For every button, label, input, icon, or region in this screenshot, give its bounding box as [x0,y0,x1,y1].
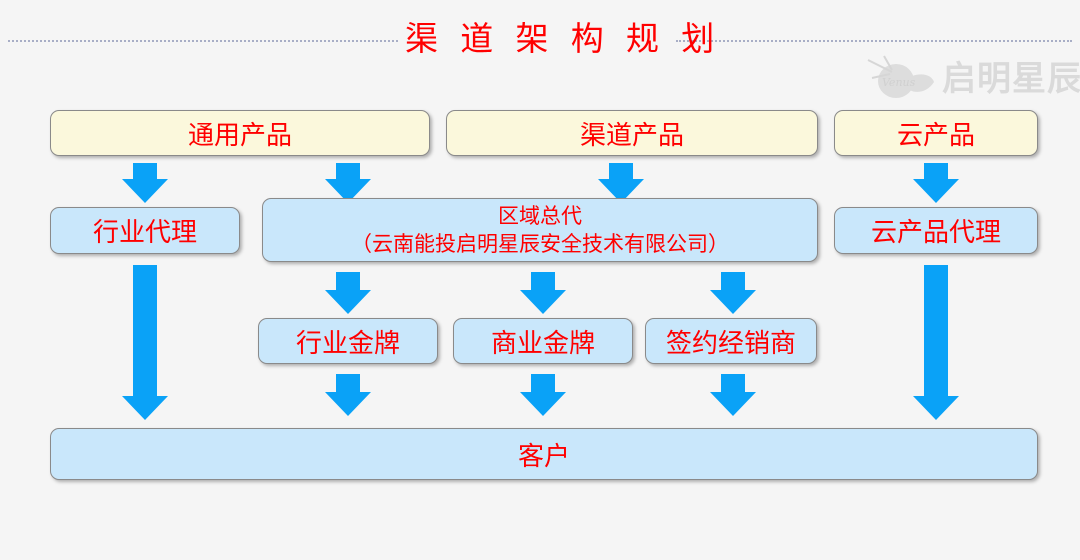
node-regional-general-agent[interactable]: 区域总代 （云南能投启明星辰安全技术有限公司） [262,198,818,262]
node-cloud-product-agent[interactable]: 云产品代理 [834,207,1038,254]
watermark-logo: Venus 启明星辰 [862,52,1080,106]
node-label: 客户 [517,441,570,471]
arrow-industry-gold-to-customer [325,374,371,416]
node-label: 商业金牌 [490,328,595,358]
arrow-shaft [721,374,745,394]
arrow-shaft [336,374,360,394]
arrow-shaft [924,163,948,181]
arrow-head [325,290,371,314]
node-cloud-product[interactable]: 云产品 [834,110,1038,156]
arrow-shaft [531,374,555,394]
node-label: 行业代理 [92,218,197,247]
arrow-head [710,392,756,416]
node-business-gold[interactable]: 商业金牌 [453,318,633,364]
node-label: 渠道产品 [579,120,684,150]
header-rule-right [676,40,1072,42]
arrow-shaft [609,163,633,181]
page-title: 渠 道 架 构 规 划 [405,22,722,58]
arrow-contracted-dealer-to-customer [710,374,756,416]
arrow-head [325,392,371,416]
arrow-shaft [133,265,157,398]
arrow-head [520,290,566,314]
arrow-regional-agent-to-business-gold [520,272,566,314]
node-label: 云产品代理 [870,218,1001,247]
node-label: 区域总代 [498,204,582,228]
node-customer[interactable]: 客户 [50,428,1038,480]
node-label: 行业金牌 [295,328,400,358]
arrow-industry-agent-to-customer [122,265,168,420]
node-general-product[interactable]: 通用产品 [50,110,430,156]
arrow-head [520,392,566,416]
arrow-head [710,290,756,314]
node-contracted-dealer[interactable]: 签约经销商 [645,318,817,364]
node-label: 签约经销商 [665,328,796,358]
arrow-business-gold-to-customer [520,374,566,416]
arrow-shaft [924,265,948,398]
arrow-regional-agent-to-industry-gold [325,272,371,314]
arrow-head [122,179,168,203]
arrow-shaft [531,272,555,292]
arrow-cloud-product-to-cloud-agent [913,163,959,203]
venus-comet-icon: Venus [867,55,934,98]
arrow-general-product-to-industry-agent [122,163,168,203]
arrow-general-product-to-regional-agent [325,163,371,203]
node-sublabel: （云南能投启明星辰安全技术有限公司） [351,232,729,256]
node-industry-gold[interactable]: 行业金牌 [258,318,438,364]
arrow-shaft [336,272,360,292]
arrow-head [913,179,959,203]
arrow-head [913,396,959,420]
node-channel-product[interactable]: 渠道产品 [446,110,818,156]
watermark-brand: 启明星辰 [942,59,1080,99]
node-label: 云产品 [896,120,975,150]
arrow-channel-product-to-regional-agent [598,163,644,203]
arrow-head [122,396,168,420]
arrow-shaft [721,272,745,292]
arrow-cloud-agent-to-customer [913,265,959,420]
svg-text:Venus: Venus [882,76,916,89]
header-rule-left [8,40,398,42]
arrow-regional-agent-to-contracted-dealer [710,272,756,314]
node-label: 通用产品 [187,120,292,150]
node-industry-agent[interactable]: 行业代理 [50,207,240,254]
arrow-shaft [336,163,360,181]
arrow-shaft [133,163,157,181]
